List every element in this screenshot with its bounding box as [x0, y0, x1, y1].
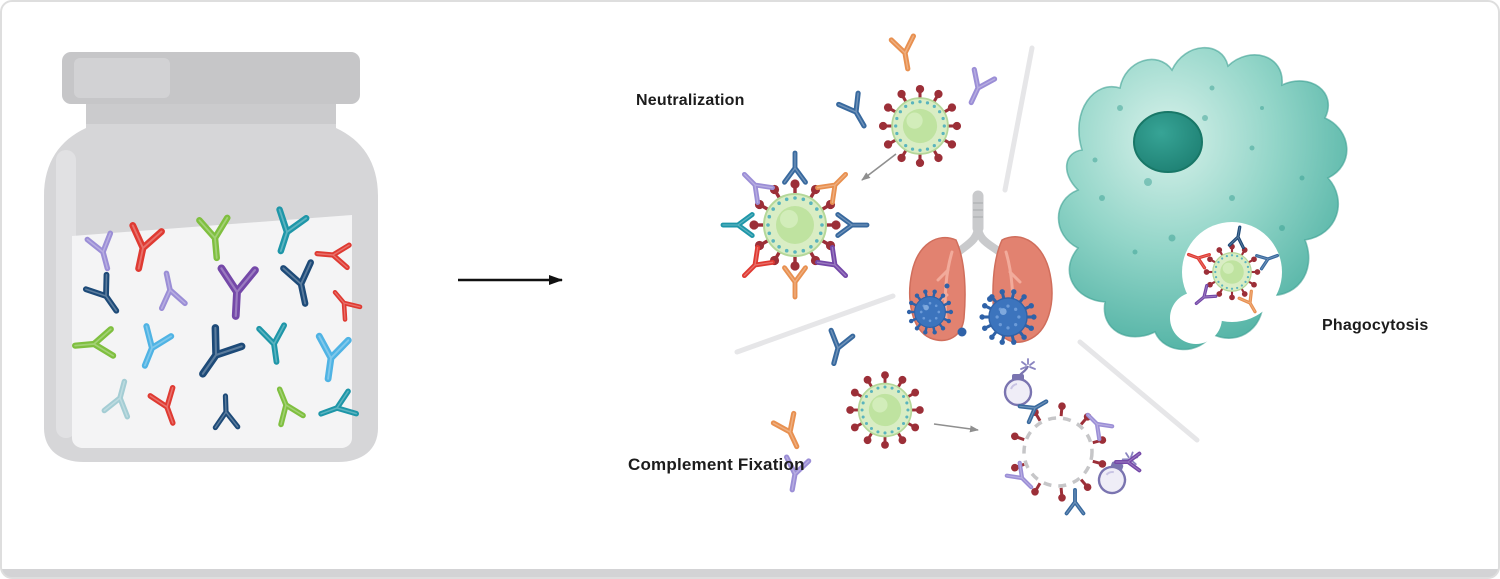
bound-antibodies — [1007, 394, 1142, 516]
phagocytosis-label: Phagocytosis — [1322, 317, 1429, 334]
lysed-virus-ring — [1011, 402, 1107, 502]
divider-line — [1077, 339, 1200, 443]
cell-nucleus — [1133, 111, 1203, 173]
complement-fixation-label: Complement Fixation — [628, 455, 805, 474]
complement-bomb-icon — [1094, 443, 1141, 500]
cell-granules — [1092, 85, 1305, 255]
neutralization-label: Neutralization — [636, 92, 745, 109]
figure-bottom-edge — [2, 569, 1498, 577]
virus-icon — [877, 83, 963, 169]
neutralization-cluster — [723, 36, 995, 297]
virus-icon — [844, 369, 926, 451]
antibody-vial — [44, 52, 378, 462]
complement-bomb-icon — [1003, 357, 1037, 407]
phagocytosis-cluster — [1057, 46, 1348, 351]
lungs — [905, 190, 1053, 347]
divider-line — [734, 293, 896, 355]
neutralized-virus-icon — [747, 177, 843, 273]
small-arrow-icon — [861, 153, 897, 181]
small-arrow-icon — [933, 423, 979, 433]
complement-cluster — [773, 330, 1142, 516]
divider-line — [1002, 45, 1035, 193]
